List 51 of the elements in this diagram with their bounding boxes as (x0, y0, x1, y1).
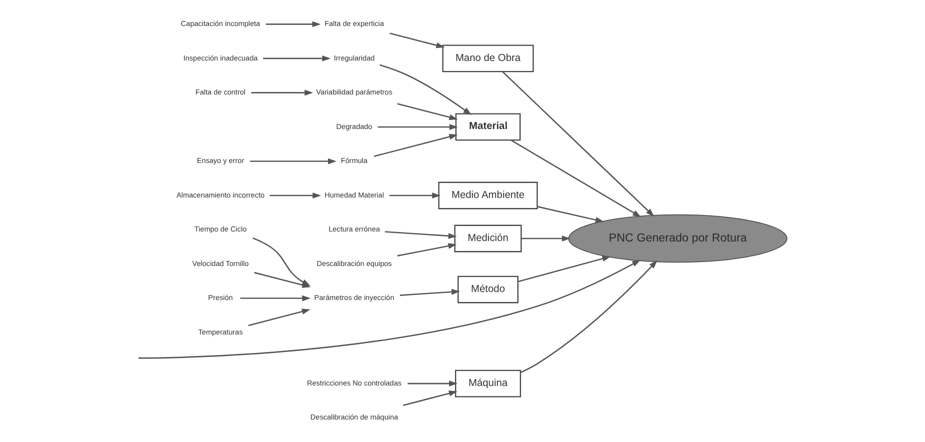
node-box: Método (457, 276, 518, 304)
node-text: Degradado (336, 122, 372, 131)
node-box: Material (454, 113, 520, 141)
arrow (517, 256, 610, 282)
arrow (140, 260, 640, 359)
node-text: Lectura errónea (328, 224, 380, 234)
node-text: Falta de control (194, 88, 246, 97)
arrow (389, 32, 444, 48)
arrow (248, 308, 310, 326)
node-box: Mano de Obra (442, 44, 534, 72)
node-text: Restricciones No controladas (306, 378, 402, 388)
node-text: Inspección inadecuada (182, 53, 258, 62)
node-text: Velocidad Tornillo (192, 258, 248, 268)
arrow (377, 124, 458, 130)
arrow (402, 390, 457, 406)
arrow (269, 192, 321, 198)
node-box: Medio Ambiente (438, 182, 538, 210)
arrow (250, 90, 313, 96)
node-box: Medición (454, 224, 522, 252)
arrow (262, 56, 330, 62)
arrow (265, 21, 320, 28)
arrow (502, 71, 654, 217)
node-text: Capacitación incompleta (180, 19, 260, 28)
arrow (396, 103, 458, 120)
node-text: Descalibración equipos (316, 258, 392, 268)
node-text: Temperaturas (198, 327, 242, 336)
arrow (520, 260, 657, 374)
arrow (240, 295, 310, 302)
node-text: Parámetros de inyección (314, 293, 394, 302)
arrow (388, 192, 440, 198)
arrow (536, 206, 604, 223)
arrow (520, 236, 570, 242)
node-text: Variabilidad parámetros (316, 88, 392, 97)
node-text: Falta de experticia (324, 19, 384, 28)
node-text: Humedad Material (324, 190, 384, 200)
arrow (407, 380, 458, 386)
arrow (396, 243, 456, 256)
arrow (384, 231, 456, 239)
arrow (249, 158, 336, 164)
node-text: Tiempo de Ciclo (194, 224, 246, 234)
node-text: Fórmula (340, 156, 368, 166)
node-text: Almacenamiento incorrecto (176, 190, 264, 200)
node-text: Ensayo y error (196, 156, 244, 166)
arrow (510, 140, 641, 218)
node-text: Irregularidad (333, 53, 374, 62)
arrow (373, 134, 458, 157)
node-box: Máquina (454, 370, 521, 398)
arrow (399, 288, 460, 296)
node-text: Descalibración de máquina (310, 412, 398, 422)
node-text: Presión (208, 293, 232, 302)
arrow (379, 64, 472, 115)
